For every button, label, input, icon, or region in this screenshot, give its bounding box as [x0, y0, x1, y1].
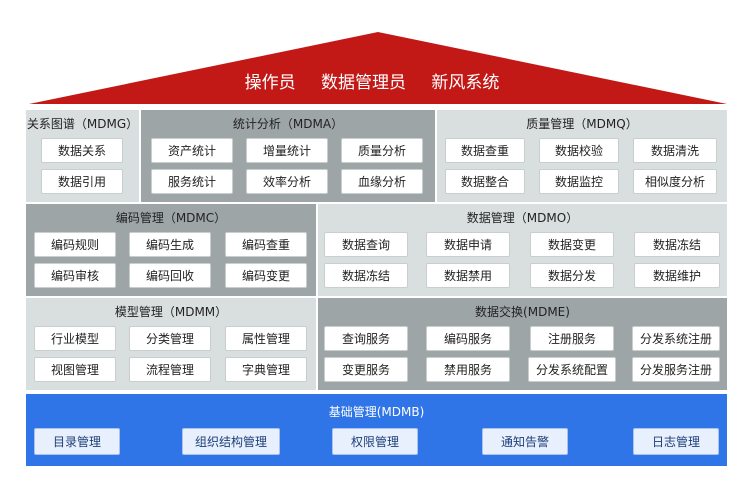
- model-item[interactable]: 流程管理: [129, 357, 211, 382]
- panel-relation-graph: 关系图谱（MDMG） 数据关系 数据引用: [26, 110, 139, 202]
- stat-item[interactable]: 资产统计: [151, 138, 233, 163]
- exchange-item[interactable]: 分发系统注册: [632, 326, 720, 351]
- exchange-item[interactable]: 分发服务注册: [632, 357, 720, 382]
- item-data-reference[interactable]: 数据引用: [41, 169, 123, 194]
- base-item-catalog[interactable]: 目录管理: [34, 428, 120, 455]
- model-item[interactable]: 行业模型: [34, 326, 116, 351]
- panel-title: 质量管理（MDMQ）: [526, 117, 638, 131]
- stat-item[interactable]: 服务统计: [151, 169, 233, 194]
- panel-base-management: 基础管理(MDMB) 目录管理 组织结构管理 权限管理 通知告警 日志管理: [26, 394, 727, 466]
- panel-title: 统计分析（MDMA）: [232, 117, 344, 131]
- exchange-item[interactable]: 编码服务: [426, 326, 510, 351]
- data-item[interactable]: 数据申请: [426, 232, 510, 257]
- stat-item[interactable]: 增量统计: [246, 138, 328, 163]
- panel-title: 数据交换(MDME): [475, 305, 570, 319]
- exchange-item[interactable]: 查询服务: [324, 326, 408, 351]
- panel-statistics: 统计分析（MDMA） 资产统计 增量统计 质量分析 服务统计 效率分析 血缘分析: [141, 110, 435, 202]
- base-item-organization[interactable]: 组织结构管理: [182, 428, 280, 455]
- model-item[interactable]: 字典管理: [225, 357, 307, 382]
- panel-model-management: 模型管理（MDMM） 行业模型 分类管理 属性管理 视图管理 流程管理 字典管理: [26, 298, 316, 390]
- data-item[interactable]: 数据维护: [634, 263, 720, 288]
- exchange-item[interactable]: 分发系统配置: [528, 357, 616, 382]
- panel-data-exchange: 数据交换(MDME) 查询服务 编码服务 注册服务 分发系统注册 变更服务 禁用…: [318, 298, 727, 390]
- roof-title: 操作员 数据管理员 新风系统: [0, 68, 744, 93]
- quality-item[interactable]: 相似度分析: [633, 169, 717, 194]
- roof-item: 新风系统: [431, 73, 500, 93]
- panel-code-management: 编码管理（MDMC） 编码规则 编码生成 编码查重 编码审核 编码回收 编码变更: [26, 204, 316, 296]
- panel-title: 模型管理（MDMM）: [114, 305, 228, 319]
- roof: [29, 32, 727, 104]
- exchange-item[interactable]: 禁用服务: [426, 357, 510, 382]
- data-item[interactable]: 数据分发: [530, 263, 614, 288]
- stat-item[interactable]: 效率分析: [246, 169, 328, 194]
- panel-data-management: 数据管理（MDMO） 数据查询 数据申请 数据变更 数据冻结 数据冻结 数据禁用…: [318, 204, 727, 296]
- base-item-log[interactable]: 日志管理: [633, 428, 719, 455]
- base-item-permission[interactable]: 权限管理: [332, 428, 418, 455]
- data-item[interactable]: 数据冻结: [634, 232, 720, 257]
- code-item[interactable]: 编码生成: [129, 232, 211, 257]
- code-item[interactable]: 编码规则: [34, 232, 116, 257]
- panel-title: 编码管理（MDMC）: [115, 211, 227, 225]
- panel-title: 关系图谱（MDMG）: [26, 117, 139, 131]
- model-item[interactable]: 视图管理: [34, 357, 116, 382]
- quality-item[interactable]: 数据查重: [445, 138, 525, 163]
- panel-quality: 质量管理（MDMQ） 数据查重 数据校验 数据清洗 数据整合 数据监控 相似度分…: [437, 110, 727, 202]
- exchange-item[interactable]: 变更服务: [324, 357, 408, 382]
- quality-item[interactable]: 数据清洗: [633, 138, 717, 163]
- exchange-item[interactable]: 注册服务: [530, 326, 614, 351]
- data-item[interactable]: 数据冻结: [324, 263, 408, 288]
- base-item-notification[interactable]: 通知告警: [482, 428, 568, 455]
- model-item[interactable]: 分类管理: [129, 326, 211, 351]
- panel-title: 数据管理（MDMO）: [466, 211, 579, 225]
- roof-shape: [29, 32, 727, 104]
- roof-item: 数据管理员: [321, 73, 406, 93]
- code-item[interactable]: 编码查重: [225, 232, 307, 257]
- quality-item[interactable]: 数据校验: [539, 138, 619, 163]
- stat-item[interactable]: 质量分析: [341, 138, 423, 163]
- stat-item[interactable]: 血缘分析: [341, 169, 423, 194]
- panel-title: 基础管理(MDMB): [328, 405, 425, 419]
- code-item[interactable]: 编码审核: [34, 263, 116, 288]
- quality-item[interactable]: 数据监控: [539, 169, 619, 194]
- data-item[interactable]: 数据禁用: [426, 263, 510, 288]
- item-data-relation[interactable]: 数据关系: [41, 138, 123, 163]
- code-item[interactable]: 编码回收: [129, 263, 211, 288]
- quality-item[interactable]: 数据整合: [445, 169, 525, 194]
- model-item[interactable]: 属性管理: [225, 326, 307, 351]
- code-item[interactable]: 编码变更: [225, 263, 307, 288]
- roof-item: 操作员: [244, 73, 296, 93]
- data-item[interactable]: 数据查询: [324, 232, 408, 257]
- data-item[interactable]: 数据变更: [530, 232, 614, 257]
